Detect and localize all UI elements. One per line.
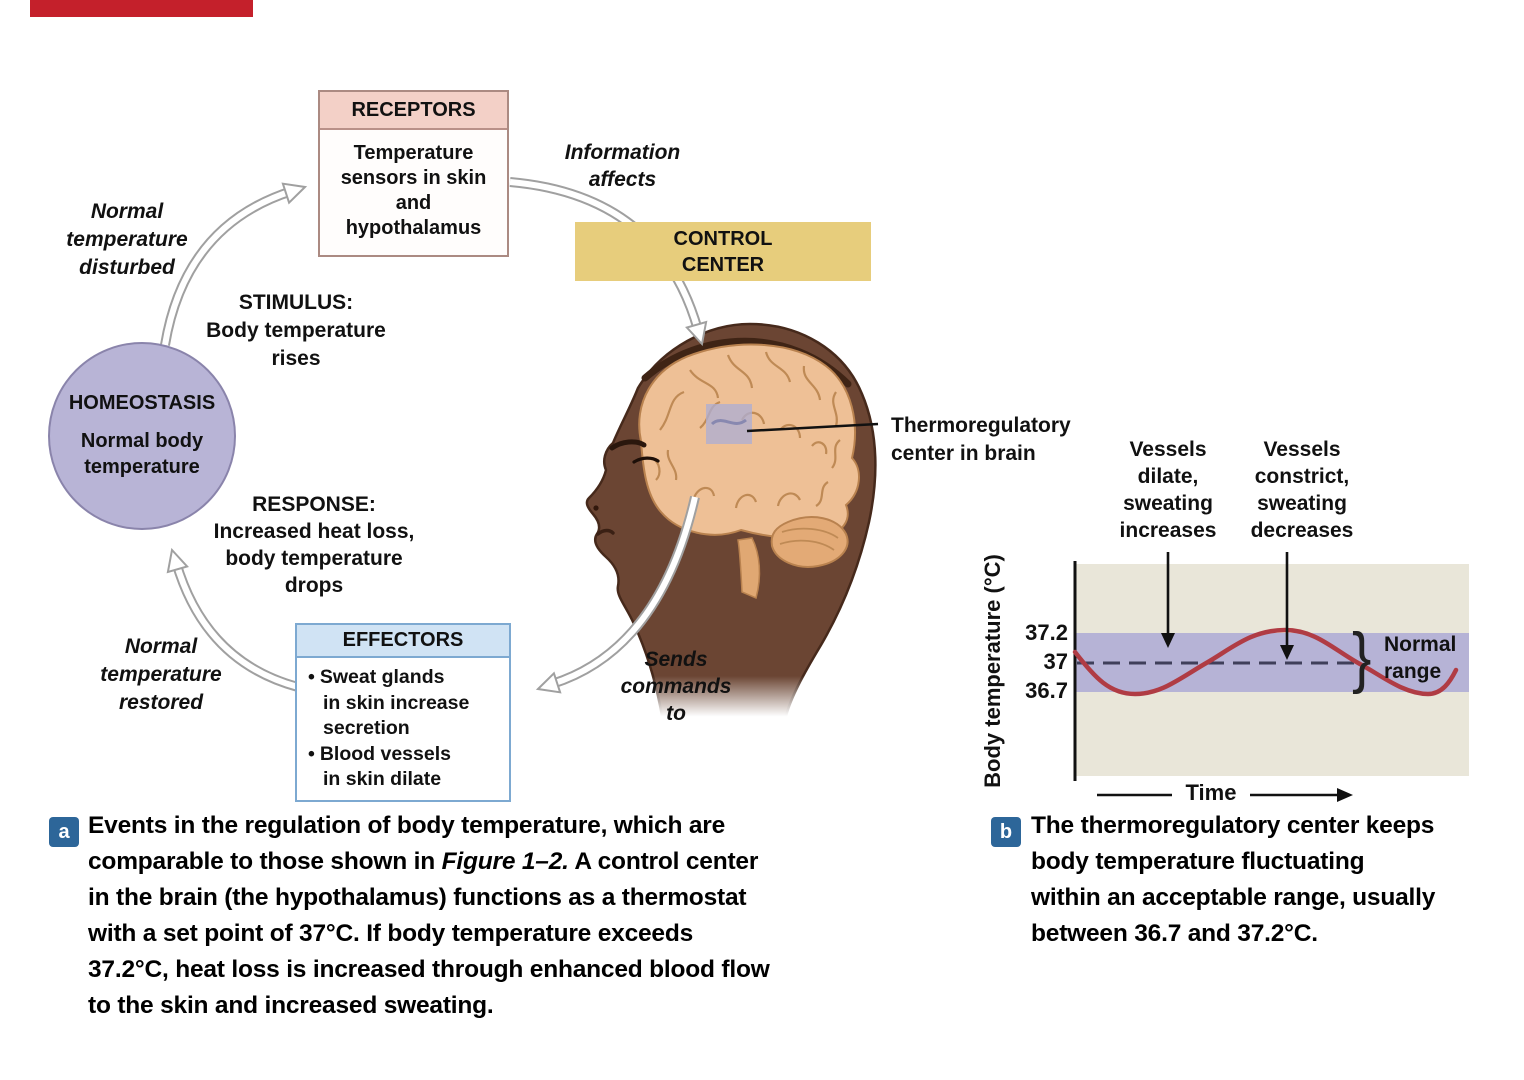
head-fade (600, 676, 890, 722)
lips (596, 528, 615, 536)
vessels-dilate-annotation: Vessels dilate, sweating increases (1119, 438, 1217, 542)
normal-temperature-restored-label: Normal temperature restored (100, 635, 222, 714)
brain-highlight-fold (710, 418, 747, 426)
bullet-icon: • (308, 742, 315, 765)
receptors-box: RECEPTORS Temperature sensors in skin an… (318, 90, 509, 257)
stimulus-label: STIMULUS: Body temperature rises (206, 291, 386, 370)
control-center-box: CONTROL CENTER (575, 222, 871, 281)
effector-item: •Blood vessels (308, 742, 451, 765)
cerebellum-folds (779, 527, 839, 551)
ytick-37: 37 (1043, 649, 1068, 674)
homeostasis-title: HOMEOSTASIS (68, 392, 216, 414)
receptors-title: RECEPTORS (320, 92, 507, 130)
ytick-36-7: 36.7 (1025, 678, 1068, 703)
panel-b-caption: The thermoregulatory center keeps body t… (1031, 812, 1436, 947)
receptors-body: Temperature sensors in skin and hypothal… (340, 142, 487, 239)
head-illustration (585, 322, 877, 718)
homeostasis-circle: HOMEOSTASIS Normal body temperature (48, 342, 236, 530)
normal-range-brace: } (1352, 619, 1372, 696)
effector-item: •Sweat glands (308, 666, 445, 688)
thermoregulatory-center-label: Thermoregulatory center in brain (891, 414, 1071, 465)
brain-label-pointer-line (746, 422, 879, 433)
effectors-title: EFFECTORS (297, 625, 509, 658)
dilate-arrowhead (1161, 633, 1175, 648)
sends-commands-label: Sends commands to (620, 648, 732, 725)
x-axis-label: Time (1185, 780, 1237, 805)
response-label: RESPONSE: Increased heat loss, body temp… (213, 493, 415, 597)
chart-graphics (1072, 552, 1459, 802)
top-red-bar (30, 0, 253, 17)
figure-reference: Figure 1–2. (441, 848, 569, 875)
normal-range-label: Normal range (1384, 633, 1457, 683)
y-axis-label: Body temperature (°C) (980, 554, 1005, 788)
bullet-icon: • (308, 666, 315, 688)
panel-a-caption: Events in the regulation of body tempera… (88, 812, 770, 1019)
ytick-37-2: 37.2 (1025, 620, 1068, 645)
constrict-arrowhead (1280, 645, 1294, 660)
vessels-constrict-annotation: Vessels constrict, sweating decreases (1250, 438, 1354, 542)
time-axis-arrowhead (1337, 788, 1353, 802)
eyebrow (609, 439, 647, 451)
panel-a-badge: a (49, 817, 79, 847)
effectors-box: EFFECTORS •Sweat glands in skin increase… (295, 623, 511, 802)
brainstem (737, 537, 761, 600)
eye (632, 456, 660, 464)
temperature-curve (1072, 627, 1459, 697)
nostril (593, 505, 599, 511)
panel-b-badge: b (991, 817, 1021, 847)
information-affects-label: Information affects (564, 141, 681, 191)
normal-temperature-disturbed-label: Normal temperature disturbed (66, 200, 188, 279)
effectors-body: •Sweat glands in skin increase secretion… (297, 658, 509, 793)
